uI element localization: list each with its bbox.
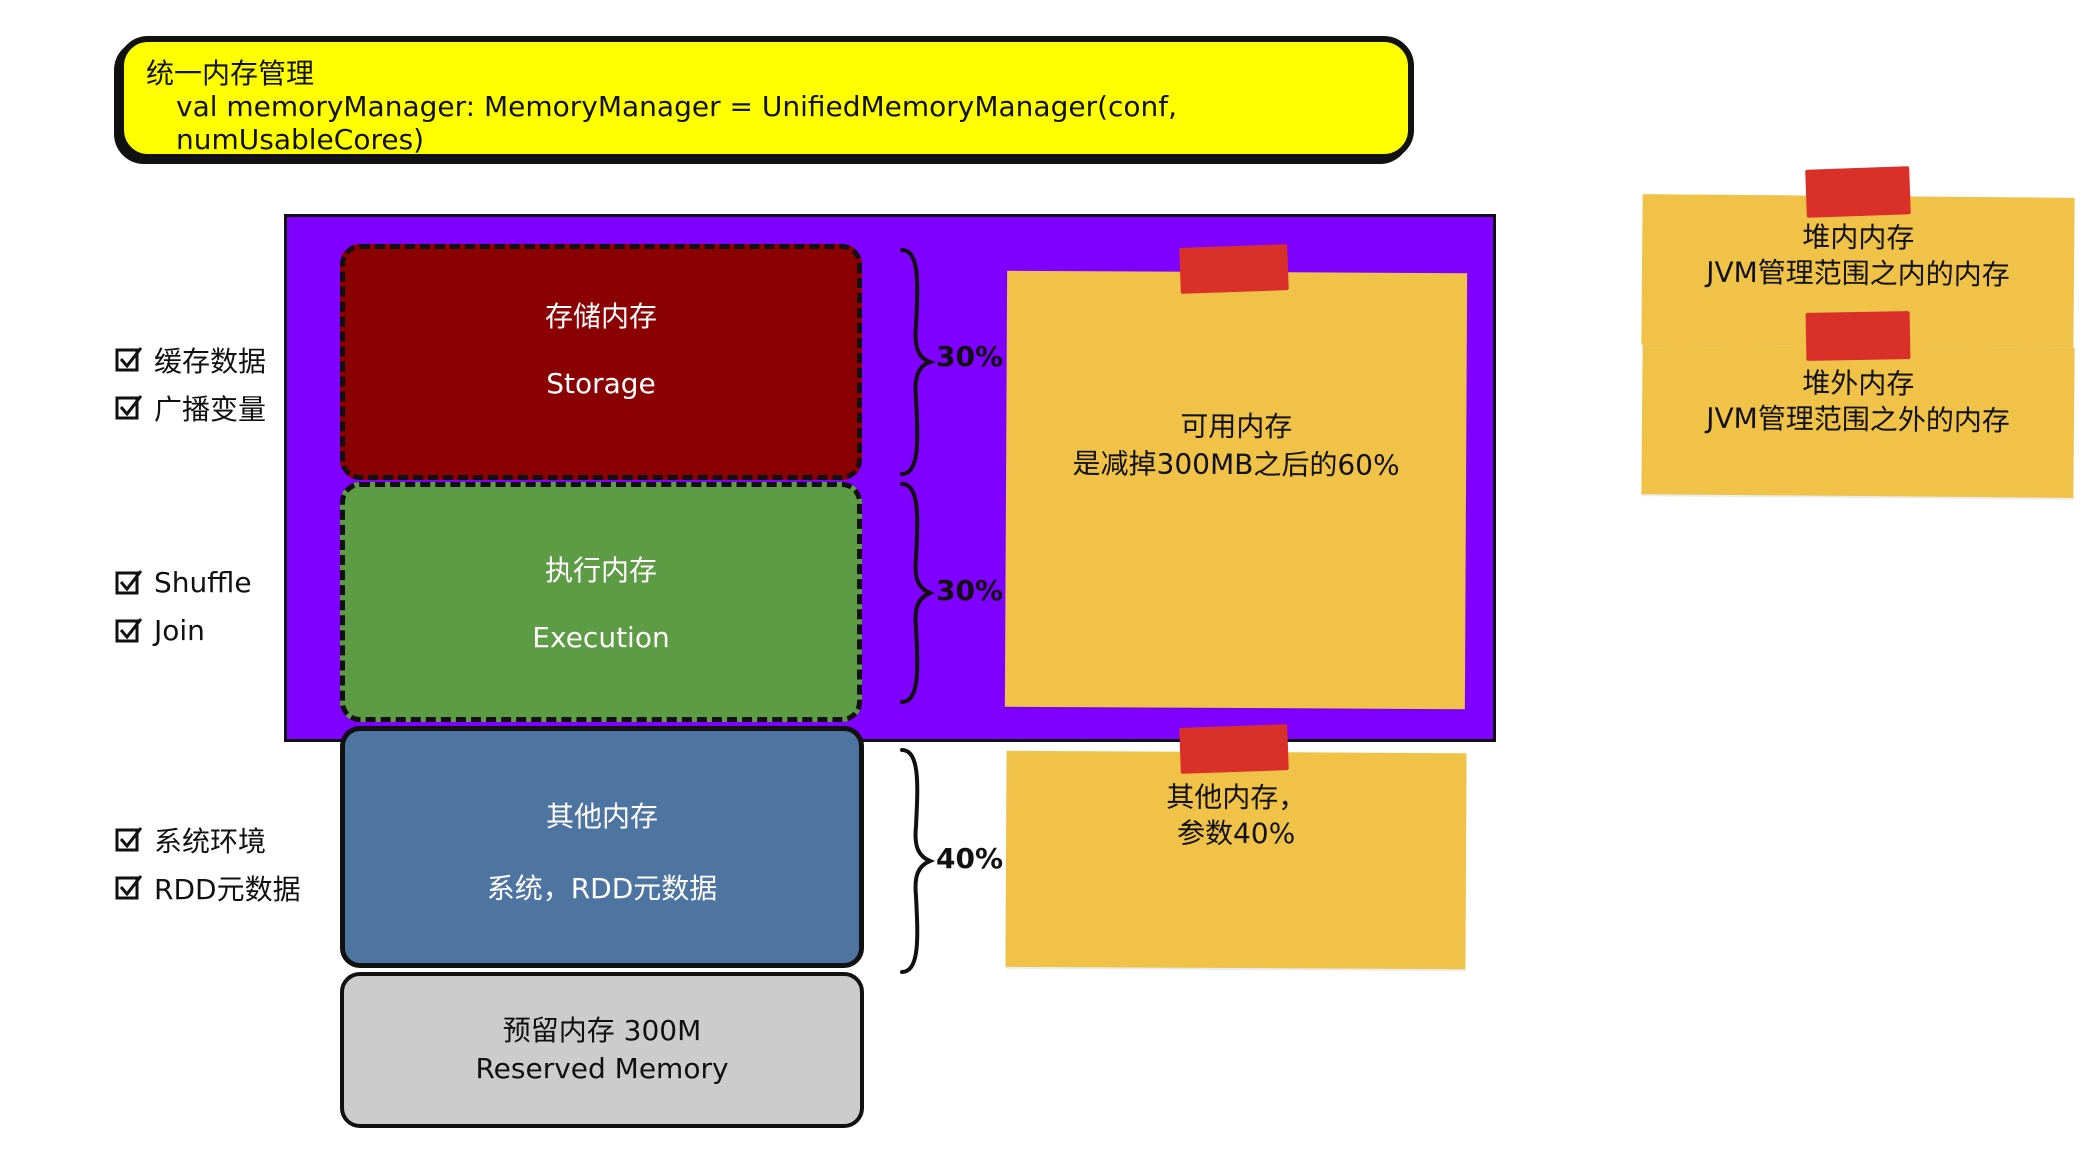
- usable-memory-note: 可用内存 是减掉300MB之后的60%: [1004, 270, 1468, 710]
- checklist-item: 系统环境: [114, 820, 266, 860]
- reserved-label-cn: 预留内存 300M: [502, 1014, 702, 1047]
- checkbox-checked-icon: [115, 875, 143, 900]
- checkbox-checked-icon: [115, 395, 143, 420]
- usable-note-tape-icon: [1179, 244, 1289, 294]
- storage-memory-block: 存储内存 Storage: [340, 244, 862, 480]
- checklist-label: Join: [154, 614, 205, 647]
- heap-note-tape-icon: [1805, 166, 1911, 218]
- title-banner: 统一内存管理 val memoryManager: MemoryManager …: [118, 36, 1414, 160]
- other-memory-note: 其他内存， 参数40%: [1005, 750, 1467, 970]
- checkbox-checked-icon: [115, 569, 143, 594]
- other-label-cn: 其他内存: [545, 800, 658, 833]
- execution-label-en: Execution: [532, 621, 670, 654]
- checkbox-checked-icon: [115, 617, 143, 642]
- offheap-note-tape-icon: [1805, 311, 1911, 361]
- other-note-line1: 其他内存，: [1166, 780, 1307, 815]
- other-note-line2: 参数40%: [1176, 816, 1296, 851]
- reserved-label-en: Reserved Memory: [475, 1052, 729, 1085]
- other-note-tape-icon: [1179, 724, 1289, 774]
- heap-note-line2: JVM管理范围之内的内存: [1706, 255, 2010, 292]
- checklist-item: 缓存数据: [114, 340, 266, 380]
- storage-label-cn: 存储内存: [544, 300, 657, 333]
- banner-code: val memoryManager: MemoryManager = Unifi…: [176, 90, 1178, 156]
- other-label-desc: 系统，RDD元数据: [486, 872, 718, 905]
- checklist-label: Shuffle: [154, 566, 252, 599]
- checklist-label: 系统环境: [154, 825, 267, 858]
- checklist-item: RDD元数据: [114, 868, 301, 908]
- checklist-label: 缓存数据: [154, 345, 267, 378]
- checklist-item: Shuffle: [114, 566, 252, 599]
- checklist-label: 广播变量: [154, 393, 267, 426]
- execution-memory-block: 执行内存 Execution: [340, 482, 862, 722]
- execution-brace-icon: [900, 482, 936, 704]
- banner-title: 统一内存管理: [146, 57, 315, 90]
- other-percentage: 40%: [936, 842, 1004, 875]
- offheap-note-line1: 堆外内存: [1802, 366, 1915, 401]
- offheap-memory-note: 堆外内存 JVM管理范围之外的内存: [1641, 344, 2075, 498]
- storage-brace-icon: [900, 248, 937, 476]
- execution-percentage: 30%: [936, 574, 1004, 607]
- checkbox-checked-icon: [115, 347, 143, 372]
- usable-note-line1: 可用内存: [1180, 409, 1293, 444]
- other-memory-block: 其他内存 系统，RDD元数据: [340, 726, 864, 968]
- execution-label-cn: 执行内存: [544, 554, 657, 587]
- storage-label-en: Storage: [546, 367, 656, 400]
- storage-percentage: 30%: [936, 340, 1004, 373]
- checklist-item: 广播变量: [114, 388, 266, 428]
- checkbox-checked-icon: [115, 827, 143, 852]
- other-brace-icon: [900, 748, 936, 974]
- checklist-item: Join: [114, 614, 205, 647]
- offheap-note-line2: JVM管理范围之外的内存: [1706, 401, 2010, 438]
- usable-note-line2: 是减掉300MB之后的60%: [1072, 447, 1400, 482]
- heap-note-line1: 堆内内存: [1802, 220, 1915, 255]
- checklist-label: RDD元数据: [154, 873, 301, 906]
- reserved-memory-block: 预留内存 300M Reserved Memory: [340, 972, 864, 1128]
